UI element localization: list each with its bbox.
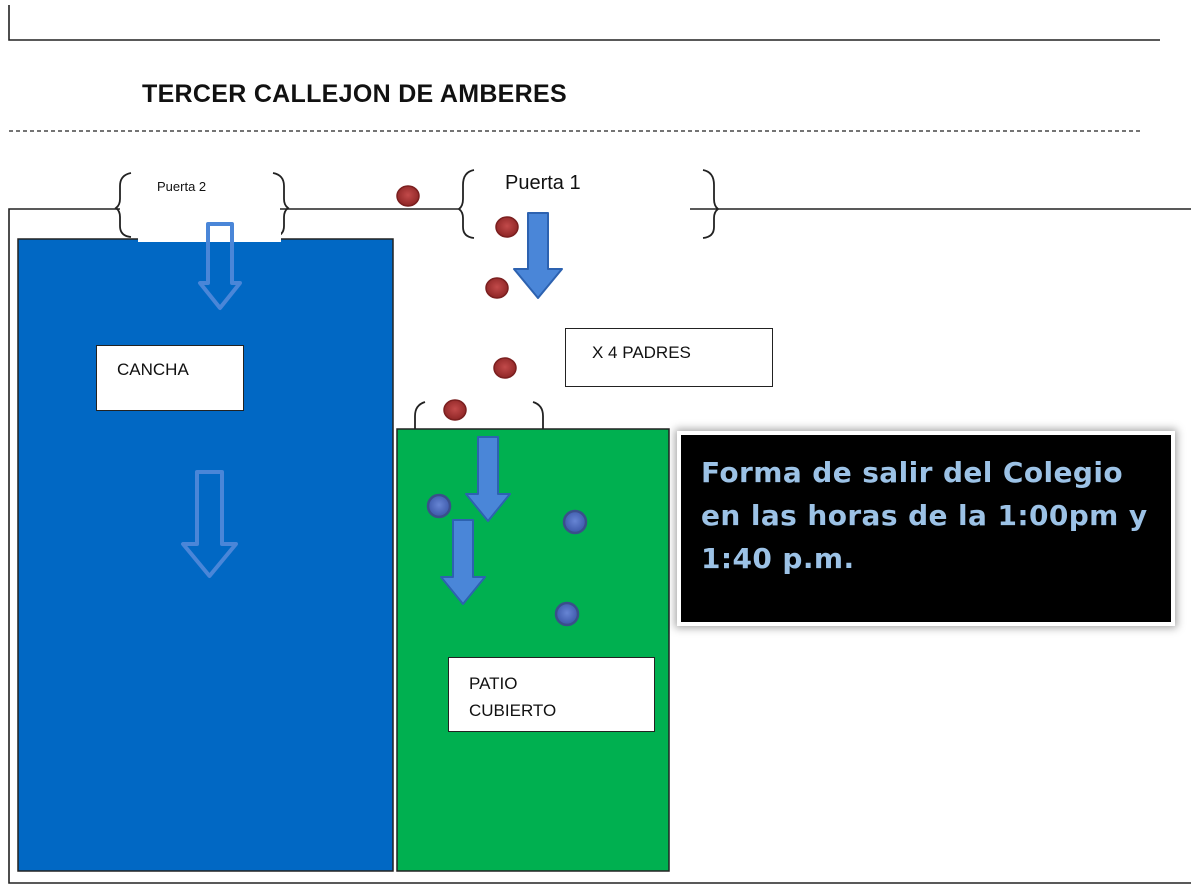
parent-markers bbox=[396, 185, 519, 421]
arrow-down-gate-2 bbox=[198, 222, 242, 310]
court-area bbox=[17, 238, 394, 872]
student-marker bbox=[426, 493, 452, 519]
exit-info-panel: Forma de salir del Colegio en las horas … bbox=[677, 431, 1175, 626]
student-marker bbox=[554, 601, 580, 627]
gate-2-label: Puerta 2 bbox=[157, 179, 207, 194]
parents-note-text: X 4 PADRES bbox=[592, 343, 691, 362]
exit-info-text: Forma de salir del Colegio en las horas … bbox=[701, 456, 1148, 575]
court-label-text: CANCHA bbox=[117, 360, 189, 379]
arrow-down-gate-1 bbox=[513, 212, 563, 299]
parents-note-box: X 4 PADRES bbox=[565, 328, 773, 387]
gate-2-brackets bbox=[114, 172, 290, 238]
street-top-border bbox=[8, 5, 1160, 41]
parent-marker bbox=[493, 357, 517, 379]
school-perimeter bbox=[8, 208, 1191, 884]
covered-patio-label: PATIO CUBIERTO bbox=[448, 657, 655, 732]
street-name-title: TERCER CALLEJON DE AMBERES bbox=[142, 80, 567, 108]
arrow-down-patio bbox=[440, 519, 486, 605]
parent-marker bbox=[495, 216, 519, 238]
gate-1-label: Puerta 1 bbox=[505, 172, 581, 194]
arrow-down-court bbox=[181, 470, 238, 578]
arrow-down-inner-gate bbox=[465, 436, 511, 522]
court-label: CANCHA bbox=[96, 345, 244, 411]
parent-marker bbox=[443, 399, 467, 421]
gate-1-brackets bbox=[457, 169, 720, 239]
parent-marker bbox=[396, 185, 420, 207]
student-markers bbox=[426, 493, 588, 627]
parent-marker bbox=[485, 277, 509, 299]
covered-patio-label-text: PATIO CUBIERTO bbox=[469, 674, 557, 720]
student-marker bbox=[562, 509, 588, 535]
